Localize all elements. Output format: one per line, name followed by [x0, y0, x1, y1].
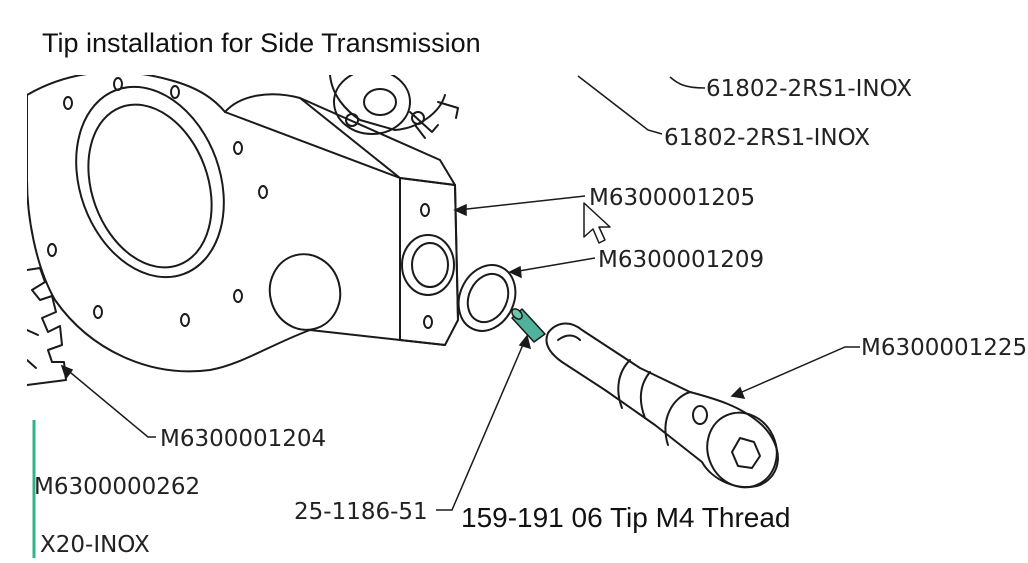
label-arm: M6300001204 [160, 426, 326, 452]
label-shaft: M6300001225 [861, 335, 1027, 361]
washer-part [457, 264, 517, 332]
label-bearing-top: 61802-2RS1-INOX [706, 76, 912, 102]
page-title: Tip installation for Side Transmission [42, 28, 481, 58]
bearing-assembly [329, 75, 459, 139]
label-left-partial: X20-INOX [40, 532, 150, 558]
arm-housing-part [27, 75, 459, 373]
tip-part [511, 308, 546, 343]
gear-partial [27, 267, 67, 386]
tip-caption: 159-191 06 Tip M4 Thread [461, 502, 791, 533]
leader-lines [60, 75, 860, 511]
shaft-part [545, 322, 779, 489]
label-washer: M6300001209 [598, 247, 764, 273]
label-left-part: M6300000262 [34, 474, 200, 500]
mouse-cursor-icon [583, 202, 611, 244]
label-housing: M6300001205 [589, 185, 755, 211]
label-tip: 25-1186-51 [294, 499, 428, 525]
label-bearing-second: 61802-2RS1-INOX [664, 125, 870, 151]
